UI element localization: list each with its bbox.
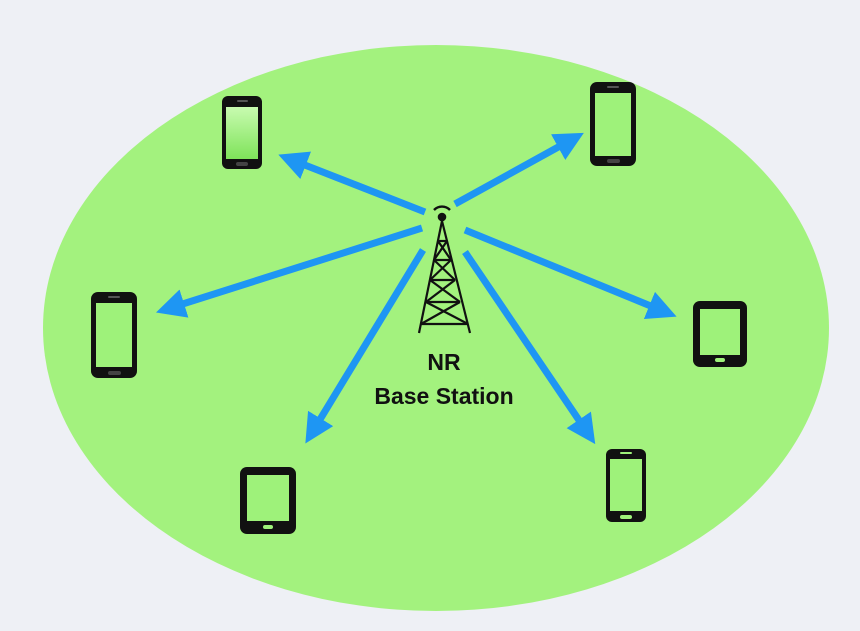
arrow-to-phone-top-right [453,132,584,208]
signal-arrows [155,132,677,445]
arrow-to-tablet-bottom-left [305,248,426,444]
smartphone-icon [91,292,137,378]
tablet-icon [693,301,747,367]
smartphone-icon [222,96,262,169]
arrow-to-phone-bottom-right [462,250,596,445]
arrow-to-phone-top-left [278,151,427,216]
station-label-base-station: Base Station [374,383,513,409]
smartphone-icon [606,449,646,522]
arrow-to-phone-left [155,224,424,318]
tablet-icon [240,467,296,534]
station-label-nr: NR [427,349,461,375]
arrow-to-tablet-right [463,226,677,320]
cell-tower-icon [417,205,472,334]
smartphone-icon [590,82,636,166]
